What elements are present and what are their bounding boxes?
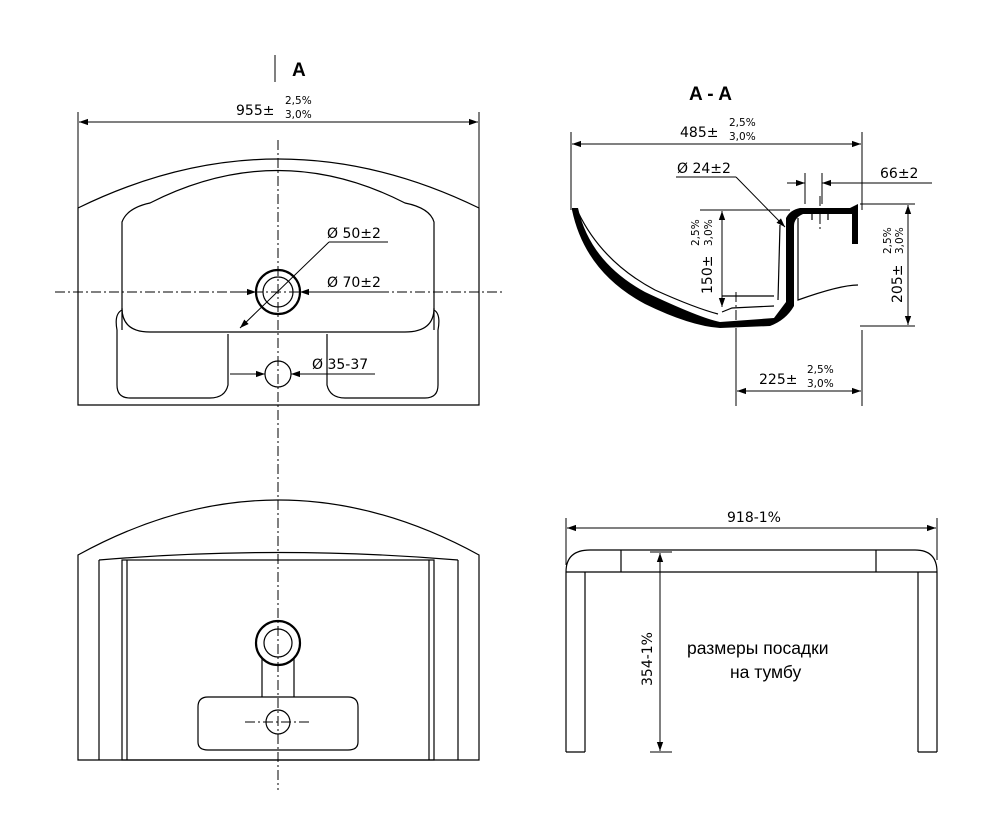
tap-hole-dim-label: Ø 35-37 <box>312 357 368 373</box>
bottom-basin-outline <box>77 499 480 761</box>
bowl-height-tol-lower: 3,0% <box>703 219 715 246</box>
bottom-drain-outer <box>254 619 302 667</box>
hole-leader <box>735 176 786 228</box>
top-width-dimension: 955± 2,5% 3,0% <box>77 95 480 210</box>
top-bowl-bottom <box>121 307 435 333</box>
top-view: A 955± 2,5% 3,0% Ø 50±2 Ø 70±2 <box>55 55 505 790</box>
top-bowl-outline <box>121 170 435 330</box>
mount-width-label: 918-1% <box>727 510 781 526</box>
bottom-tap-area <box>197 696 359 751</box>
section-depth-tol-upper: 2,5% <box>729 117 756 129</box>
bottom-view <box>77 499 480 761</box>
mount-outline <box>565 549 938 752</box>
drain-inner-circle <box>262 276 294 308</box>
section-mark-label: A <box>292 60 306 81</box>
bowl-height-tol-upper: 2,5% <box>690 219 702 246</box>
bottom-drain-inner <box>263 628 293 658</box>
drain-inner-leader <box>239 241 330 329</box>
back-dim-tol-upper: 2,5% <box>807 364 834 376</box>
top-basin-outline <box>77 158 480 406</box>
section-view: A - A 485± 2,5% 3,0% Ø 24±2 66±2 150± <box>570 84 932 406</box>
top-width-tol-upper: 2,5% <box>285 95 312 107</box>
total-height-tol-upper: 2,5% <box>882 227 894 254</box>
top-right-deck <box>326 309 440 399</box>
drain-outer-dim-label: Ø 70±2 <box>327 275 381 291</box>
section-depth-tol-lower: 3,0% <box>729 131 756 143</box>
section-title: A - A <box>689 84 732 105</box>
hole-dim-label: Ø 24±2 <box>677 161 731 177</box>
bowl-height-value: 150± <box>700 256 716 294</box>
mount-height-label: 354-1% <box>640 632 656 686</box>
section-depth-value: 485± <box>680 125 718 141</box>
top-width-value: 955± <box>236 103 274 119</box>
mount-view: 918-1% 354-1% размеры посадки на тумбу <box>565 510 938 753</box>
total-height-value: 205± <box>890 265 906 303</box>
top-left-deck <box>115 309 229 399</box>
drain-inner-dim-label: Ø 50±2 <box>327 226 381 242</box>
mount-caption-line1: размеры посадки <box>687 638 829 658</box>
rim-dim-label: 66±2 <box>880 166 918 182</box>
back-dim-tol-lower: 3,0% <box>807 378 834 390</box>
top-width-tol-lower: 3,0% <box>285 109 312 121</box>
total-height-tol-lower: 3,0% <box>894 227 906 254</box>
section-basin-wall <box>572 204 858 328</box>
back-dim-value: 225± <box>759 372 797 388</box>
mount-caption-line2: на тумбу <box>730 662 801 682</box>
